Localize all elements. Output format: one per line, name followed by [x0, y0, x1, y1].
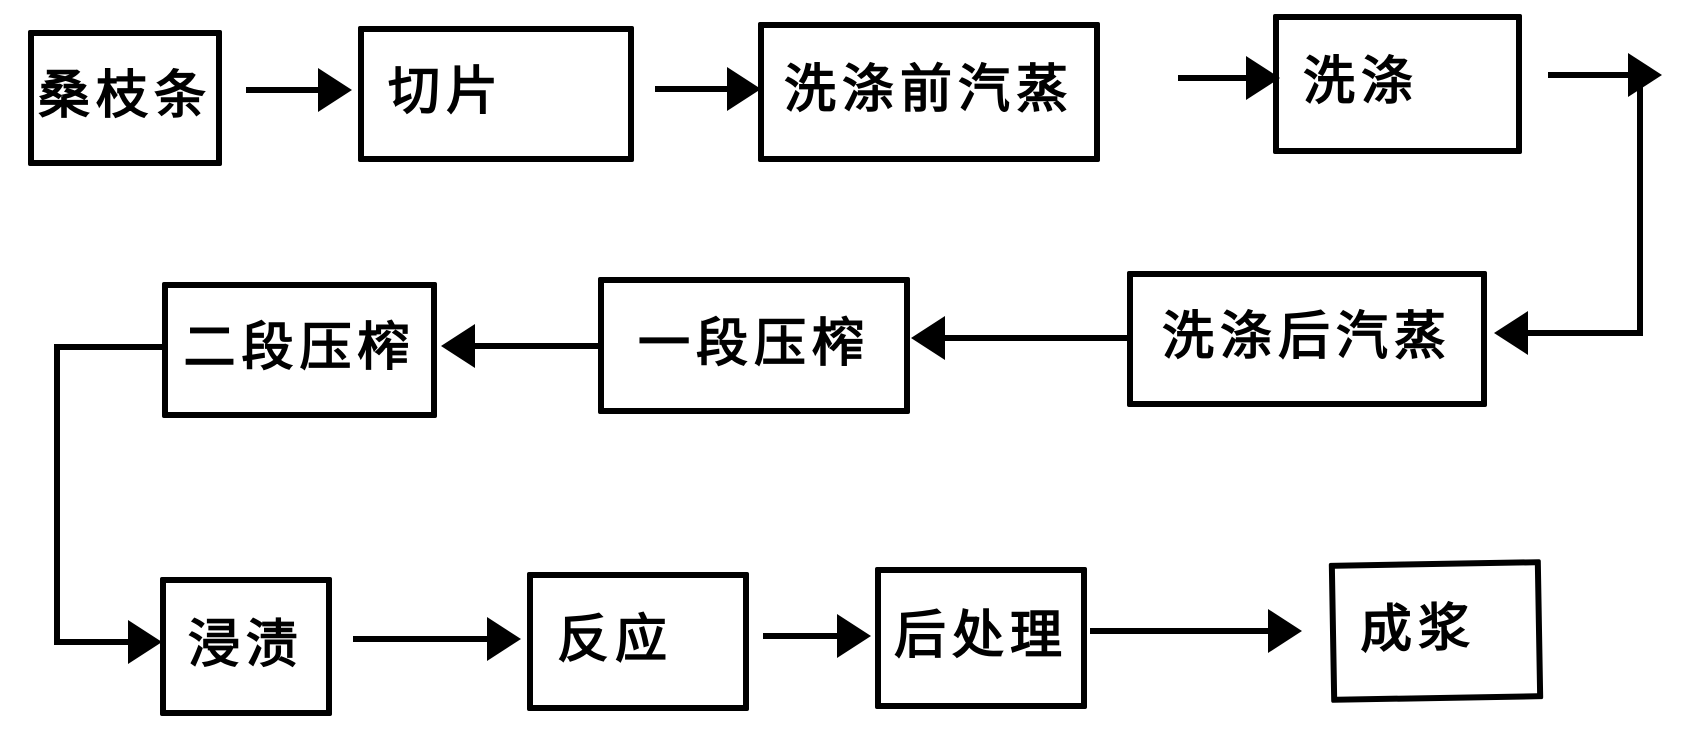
edge-poststeam-to-press1-line [945, 335, 1127, 341]
edge-press2-to-impregnation-line-b [54, 344, 60, 645]
node-label-post-treatment: 后处理 [893, 607, 1068, 665]
node-pre-wash-steaming: 洗涤前汽蒸 [758, 22, 1100, 162]
edge-press2-to-impregnation-line-c [54, 639, 130, 645]
node-pulp-formation: 成浆 [1328, 559, 1544, 703]
node-label-impregnation: 浸渍 [187, 615, 304, 674]
node-second-stage-pressing: 二段压榨 [162, 282, 437, 418]
node-mulberry-branches: 桑枝条 [28, 30, 222, 166]
node-label-pre-wash-steaming: 洗涤前汽蒸 [783, 61, 1074, 119]
node-label-second-stage-pressing: 二段压榨 [183, 319, 416, 377]
edge-press2-to-impregnation-line-a [57, 344, 162, 350]
arrowhead-right-icon [1628, 53, 1662, 97]
node-label-reaction: 反应 [557, 610, 674, 669]
node-first-stage-pressing: 一段压榨 [598, 277, 910, 414]
node-label-mulberry-branches: 桑枝条 [37, 67, 212, 125]
arrowhead-right-icon [128, 620, 162, 664]
node-label-pulp-formation: 成浆 [1359, 599, 1477, 660]
arrowhead-right-icon [318, 68, 352, 112]
arrowhead-right-icon [1268, 609, 1302, 653]
arrowhead-right-icon [487, 617, 521, 661]
edge-washing-to-poststeam-line-b [1637, 75, 1643, 336]
node-label-washing: 洗涤 [1303, 53, 1420, 111]
node-label-first-stage-pressing: 一段压榨 [637, 314, 870, 373]
edge-washing-to-poststeam-line-a [1548, 72, 1632, 78]
edge-impregnation-to-reaction-line [353, 636, 487, 642]
node-impregnation: 浸渍 [160, 577, 332, 716]
node-label-post-wash-steaming: 洗涤后汽蒸 [1161, 308, 1452, 366]
node-label-slicing: 切片 [388, 63, 505, 121]
edge-press1-to-press2-line [475, 343, 598, 349]
arrowhead-left-icon [441, 324, 475, 368]
node-reaction: 反应 [527, 572, 749, 711]
arrowhead-right-icon [837, 614, 871, 658]
edge-posttreat-to-pulp-line [1090, 628, 1268, 634]
edge-washing-to-poststeam-line-c [1528, 330, 1643, 336]
edge-slicing-to-presteam-line [655, 86, 731, 92]
node-post-wash-steaming: 洗涤后汽蒸 [1127, 271, 1487, 407]
arrowhead-left-icon [1494, 311, 1528, 355]
edge-presteam-to-washing-line [1178, 75, 1250, 81]
arrowhead-right-icon [1246, 56, 1280, 100]
arrowhead-right-icon [727, 67, 761, 111]
edge-mulberry-to-slicing-line [246, 87, 322, 93]
node-slicing: 切片 [358, 26, 634, 162]
edge-reaction-to-posttreat-line [763, 633, 837, 639]
arrowhead-left-icon [911, 316, 945, 360]
node-post-treatment: 后处理 [875, 567, 1087, 709]
node-washing: 洗涤 [1273, 14, 1522, 154]
